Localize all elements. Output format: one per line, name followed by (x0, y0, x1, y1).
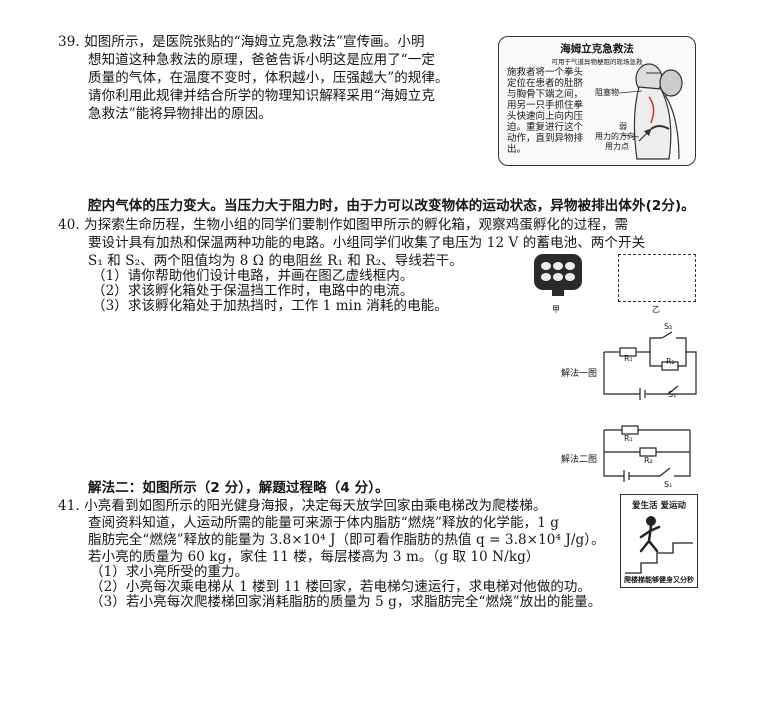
q39-line-1: 39. 如图所示，是医院张贴的“海姆立克急救法”宣传画。小明 (58, 34, 425, 50)
q39-line-4: 请你利用此规律并结合所学的物理知识解释采用“海姆立克 (88, 88, 436, 104)
sol2-s1: S₁ (664, 480, 673, 489)
q39-line-5: 急救法”能将异物排出的原因。 (88, 106, 272, 122)
heimlich-illustration (618, 63, 683, 160)
q41-line-3: 脂肪完全“燃烧”释放的能量为 3.8×10⁴ J（即可看作脂肪的热值 q = 3… (88, 532, 605, 548)
incubator-image (534, 254, 582, 296)
fig-jia-label: 甲 (552, 305, 560, 314)
poster-description: 施救者将一个拳头定位在患者的肚脐与胸骨下端之间，用另一只手抓住拳头快速向上向内压… (507, 67, 584, 155)
fig-yi-label: 乙 (652, 305, 660, 314)
fitness-poster: 爱生活 爱运动 爬楼梯能够健身又分秒 (620, 494, 698, 588)
q40-line-5: （2）求该孵化箱处于保温挡工作时，电路中的电流。 (92, 283, 414, 299)
q41-line-4: 若小亮的质量为 60 kg，家住 11 楼，每层楼高为 3 m。（g 取 10 … (88, 549, 540, 565)
stair-runner-illustration (625, 516, 693, 574)
heimlich-poster: 海姆立克急救法 可用于气道异物梗阻的现场急救 施救者将一个拳头定位在患者的肚脐与… (498, 36, 696, 166)
poster-label-weak: 弱 (619, 122, 627, 131)
sol2-r2: R₂ (644, 456, 653, 465)
q41-line-1: 41. 小亮看到如图所示的阳光健身海报，决定每天放学回家由乘电梯改为爬楼梯。 (58, 498, 547, 514)
sol1-s2: S₂ (664, 322, 673, 331)
q40-line-4: （1）请你帮助他们设计电路，并画在图乙虚线框内。 (92, 268, 414, 284)
q40-line-1: 40. 为探索生命历程，生物小组的同学们要制作如图甲所示的孵化箱，观察鸡蛋孵化的… (58, 217, 629, 233)
sol2-r1: R₁ (624, 434, 633, 443)
solution2-label: 解法二图 (561, 455, 598, 465)
q41-line-5: （1）求小亮所受的重力。 (90, 564, 249, 580)
poster-title: 海姆立克急救法 (560, 43, 634, 55)
q40-line-3: S₁ 和 S₂、两个阻值均为 8 Ω 的电阻丝 R₁ 和 R₂、导线若干。 (88, 253, 463, 269)
q40-line-6: （3）求该孵化箱处于加热挡时，工作 1 min 消耗的电能。 (92, 298, 448, 314)
dashed-box-yi (618, 254, 696, 302)
q41-line-7: （3）若小亮每次爬楼梯回家消耗脂肪的质量为 5 g，求脂肪完全“燃烧”放出的能量… (90, 594, 602, 610)
q40-answer: 解法二：如图所示（2 分），解题过程略（4 分）。 (88, 480, 389, 496)
poster-label-force-point: 用力点 (605, 142, 629, 151)
q39-line-2: 想知道这种急救法的原理，爸爸告诉小明这是应用了“一定 (88, 52, 436, 68)
q40-line-2: 要设计具有加热和保温两种功能的电路。小组同学们收集了电压为 12 V 的蓄电池、… (88, 235, 646, 251)
poster-label-obstacle: 阻塞物 (595, 88, 619, 97)
poster-label-force: 用力的方向 (595, 132, 635, 141)
solution1-circuit (603, 331, 697, 400)
sol1-r1: R₁ (624, 354, 633, 363)
poster-subtitle: 可用于气道异物梗阻的现场急救 (551, 58, 643, 66)
q41-line-6: （2）小亮每次乘电梯从 1 楼到 11 楼回家，若电梯匀速运行，求电梯对他做的功… (90, 579, 592, 595)
solution2-circuit (603, 425, 691, 482)
sol1-r2: R₂ (666, 357, 675, 366)
sol1-s1: S₁ (668, 390, 677, 399)
q39-line-3: 质量的气体，在温度不变时，体积越小，压强越大”的规律。 (88, 70, 449, 86)
fitness-poster-bottom: 爬楼梯能够健身又分秒 (624, 576, 694, 584)
q41-line-2: 查阅资料知道，人运动所需的能量可来源于体内脂肪“燃烧”释放的化学能，1 g (88, 515, 560, 531)
fitness-poster-title: 爱生活 爱运动 (632, 501, 686, 511)
solution1-label: 解法一图 (561, 369, 598, 379)
q39-answer: 腔内气体的压力变大。当压力大于阻力时，由于力可以改变物体的运动状态，异物被排出体… (88, 198, 695, 214)
